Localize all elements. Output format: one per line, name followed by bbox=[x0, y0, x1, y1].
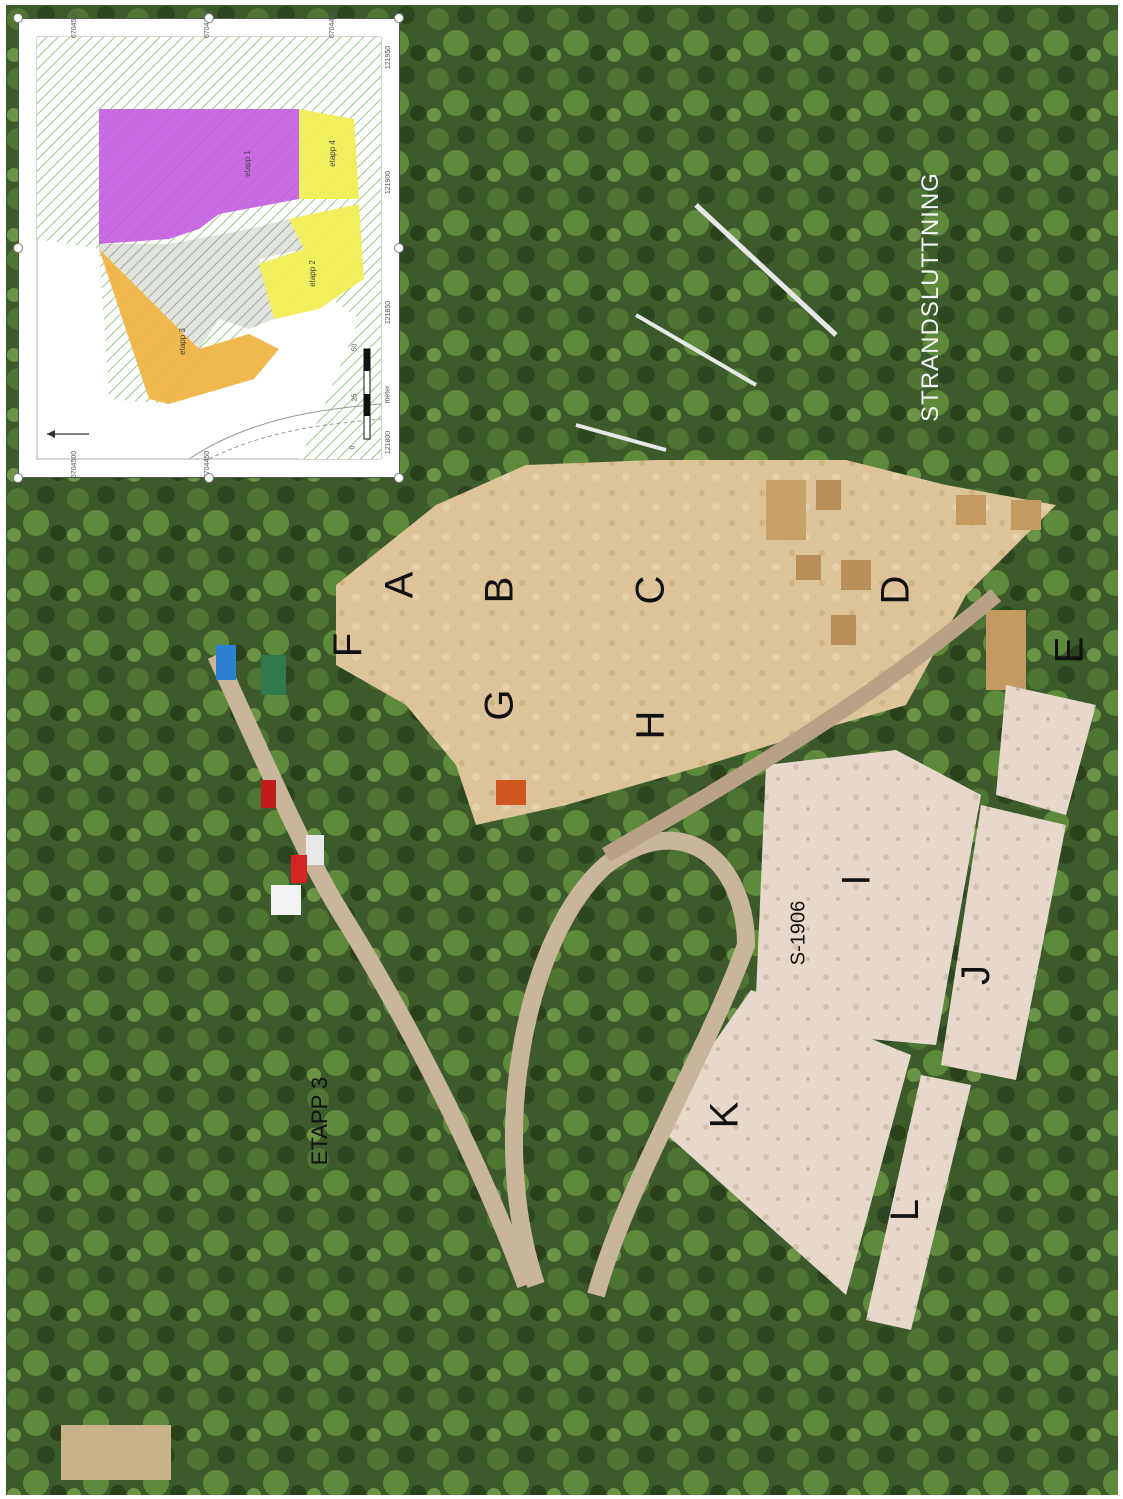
field-label-b: B bbox=[477, 576, 522, 604]
inset-resize-handle[interactable] bbox=[204, 473, 214, 483]
field-label-g: G bbox=[477, 689, 522, 721]
map-coord-side-0: 121950 bbox=[385, 45, 393, 70]
field-label-c: C bbox=[628, 575, 673, 605]
slope-label: STRANDSLUTTNING bbox=[916, 172, 944, 422]
map-coord-top-2: 6704400 bbox=[329, 10, 337, 39]
field-label-e: E bbox=[1047, 636, 1092, 664]
inset-resize-handle[interactable] bbox=[394, 243, 404, 253]
scale-tick-0: 0 bbox=[349, 445, 357, 450]
scale-unit: meter bbox=[384, 385, 392, 404]
inset-resize-handle[interactable] bbox=[13, 243, 23, 253]
map-coord-side-1: 121900 bbox=[385, 170, 393, 195]
inset-resize-handle[interactable] bbox=[13, 13, 23, 23]
map-coord-side-2: 121850 bbox=[385, 300, 393, 325]
scale-tick-25: 25 bbox=[351, 393, 359, 402]
inset-resize-handle[interactable] bbox=[394, 473, 404, 483]
map-stage-2: etapp 2 bbox=[307, 260, 317, 287]
field-label-l: L bbox=[883, 1198, 928, 1222]
map-stage-1: etapp 1 bbox=[242, 150, 252, 177]
inset-resize-handle[interactable] bbox=[13, 473, 23, 483]
inset-map: 6704500 6704450 6704400 6704500 6704450 … bbox=[18, 11, 400, 479]
field-label-i: I bbox=[834, 874, 879, 886]
map-stage-4: etapp 4 bbox=[327, 140, 337, 167]
map-coord-bottom-0: 6704500 bbox=[71, 450, 79, 479]
feature-label: S-1906 bbox=[787, 900, 810, 966]
stage-label: ETAPP 3 bbox=[307, 1076, 333, 1166]
field-label-d: D bbox=[873, 575, 918, 605]
map-coord-top-0: 6704500 bbox=[71, 10, 79, 39]
field-label-a: A bbox=[377, 571, 422, 599]
field-label-j: J bbox=[954, 965, 998, 985]
field-label-k: K bbox=[702, 1101, 747, 1129]
field-label-h: H bbox=[628, 710, 673, 740]
field-label-f: F bbox=[326, 632, 371, 658]
map-stage-3: etapp 3 bbox=[177, 328, 187, 355]
inset-resize-handle[interactable] bbox=[204, 13, 214, 23]
map-coord-side-3: 121800 bbox=[385, 430, 393, 455]
scale-tick-50: 50 bbox=[351, 343, 359, 352]
inset-resize-handle[interactable] bbox=[394, 13, 404, 23]
inset-map-drawing bbox=[19, 19, 399, 477]
